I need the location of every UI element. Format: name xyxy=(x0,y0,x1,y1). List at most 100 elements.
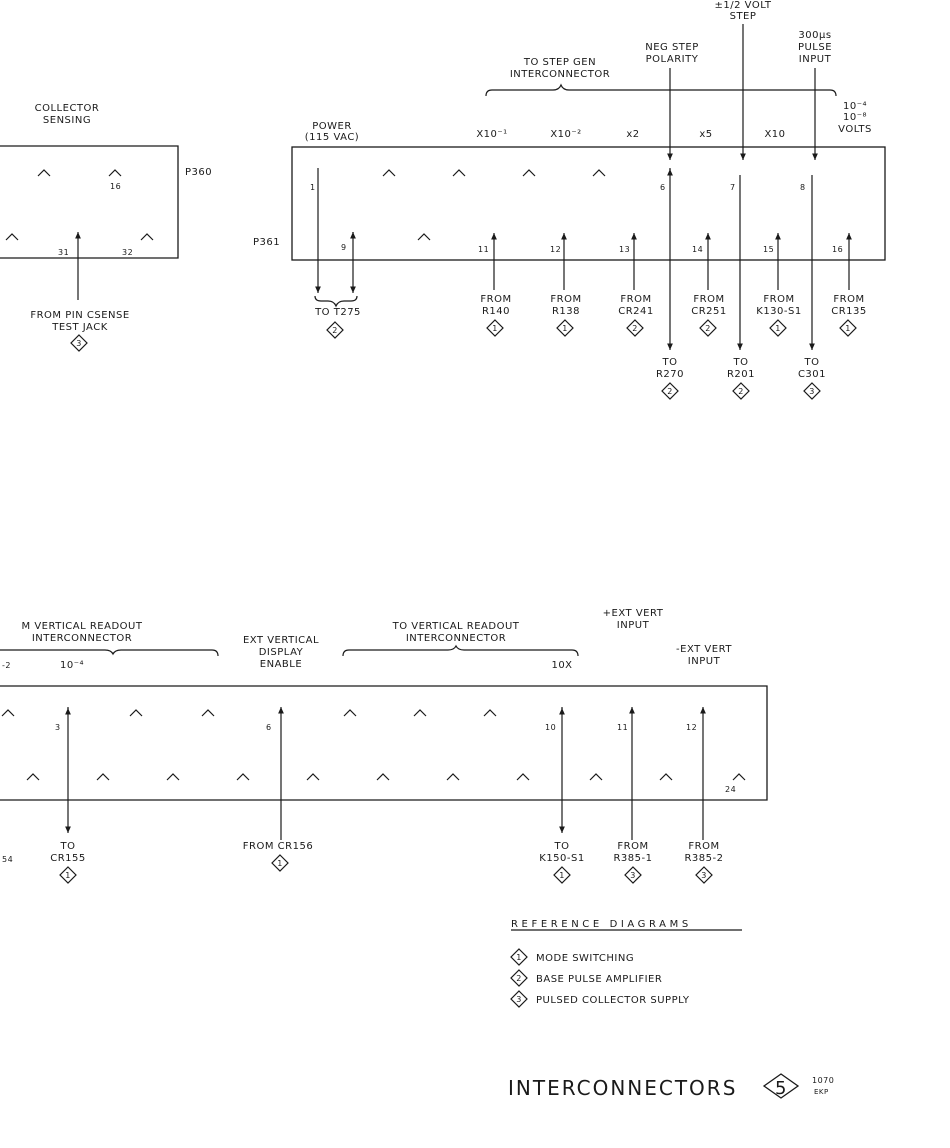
svg-text:K150-S1: K150-S1 xyxy=(539,853,584,864)
collector-sensing-label-2: SENSING xyxy=(43,115,91,126)
svg-text:FROM CR156: FROM CR156 xyxy=(243,841,313,852)
p361-connector: P361 1 9 TO T275 2 11 12 13 14 15 16 6 xyxy=(253,146,886,400)
p361-label: P361 xyxy=(253,237,280,248)
to-c301: TO C301 3 xyxy=(798,357,826,400)
to-k150-s1: TO K150-S1 1 xyxy=(539,841,584,884)
svg-text:1: 1 xyxy=(775,324,781,333)
svg-text:TO: TO xyxy=(554,841,570,852)
to-t275-label: TO T275 xyxy=(314,307,361,318)
svg-text:3: 3 xyxy=(630,871,636,880)
reference-diagrams: REFERENCE DIAGRAMS 1 MODE SWITCHING 2 BA… xyxy=(510,919,742,1008)
svg-text:3: 3 xyxy=(809,387,815,396)
svg-text:R138: R138 xyxy=(552,306,580,317)
p361-pin-13: 13 xyxy=(619,245,630,254)
p361-pin-12: 12 xyxy=(550,245,561,254)
step-volt-label-2: STEP xyxy=(730,11,757,22)
from-k130-s1: FROM K130-S1 1 xyxy=(756,294,801,337)
ext-vertical-label-2: DISPLAY xyxy=(259,647,304,658)
svg-text:R140: R140 xyxy=(482,306,510,317)
range-10x-label: 10X xyxy=(551,660,572,671)
step-gen-label-2: INTERCONNECTOR xyxy=(510,69,610,80)
from-cr156: FROM CR156 1 xyxy=(243,841,313,872)
svg-text:1: 1 xyxy=(562,324,568,333)
p360-label: P360 xyxy=(185,167,212,178)
svg-text:1: 1 xyxy=(845,324,851,333)
p360-pin-32: 32 xyxy=(122,248,133,257)
neg-step-label-2: POLARITY xyxy=(646,54,699,65)
from-cr241: FROM CR241 2 xyxy=(618,294,654,337)
footer: INTERCONNECTORS 5 1070 EKP xyxy=(508,1073,834,1100)
from-r138: FROM R138 1 xyxy=(550,294,581,337)
p361-pin-14: 14 xyxy=(692,245,703,254)
collector-sensing-label-1: COLLECTOR xyxy=(35,103,100,114)
ext-vertical-label-3: ENABLE xyxy=(260,659,302,670)
svg-text:1: 1 xyxy=(516,953,522,962)
footer-title: INTERCONNECTORS xyxy=(508,1076,737,1100)
reference-item-1: 1 MODE SWITCHING xyxy=(510,948,634,966)
to-cr155: TO CR155 1 xyxy=(50,841,85,884)
p361-pin-16: 16 xyxy=(832,245,843,254)
svg-text:3: 3 xyxy=(701,871,707,880)
ext-vertical-label-1: EXT VERTICAL xyxy=(243,635,319,646)
range-partial-label: -2 xyxy=(2,661,11,670)
range-label-x10-1: X10⁻¹ xyxy=(476,129,507,140)
svg-text:C301: C301 xyxy=(798,369,826,380)
p360-connector: COLLECTOR SENSING P360 16 31 32 FROM PIN… xyxy=(0,103,212,352)
bottom-pin-12: 12 xyxy=(686,723,697,732)
svg-text:1: 1 xyxy=(559,871,565,880)
svg-text:PULSED COLLECTOR SUPPLY: PULSED COLLECTOR SUPPLY xyxy=(536,995,690,1006)
range-label-x10: X10 xyxy=(764,129,785,140)
vert-readout-right-1: TO VERTICAL READOUT xyxy=(392,621,520,632)
vert-readout-left-2: INTERCONNECTOR xyxy=(32,633,132,644)
to-r201: TO R201 2 xyxy=(727,357,755,400)
svg-text:R385-2: R385-2 xyxy=(684,853,723,864)
vert-readout-right-2: INTERCONNECTOR xyxy=(406,633,506,644)
svg-text:TO: TO xyxy=(733,357,749,368)
footer-number: 5 xyxy=(775,1078,787,1099)
svg-text:R385-1: R385-1 xyxy=(613,853,652,864)
svg-text:FROM: FROM xyxy=(620,294,651,305)
svg-text:2: 2 xyxy=(516,974,522,983)
range-label-x2: x2 xyxy=(626,129,639,140)
power-label-2: (115 VAC) xyxy=(305,132,359,143)
svg-text:CR241: CR241 xyxy=(618,306,654,317)
reference-item-3: 3 PULSED COLLECTOR SUPPLY xyxy=(510,990,690,1008)
p360-pin-31: 31 xyxy=(58,248,69,257)
step-volt-label-1: ±1/2 VOLT xyxy=(715,0,772,11)
p361-pin-6: 6 xyxy=(660,183,666,192)
neg-step-label-1: NEG STEP xyxy=(645,42,699,53)
svg-text:3: 3 xyxy=(76,339,82,348)
minus-ext-vert-label-1: -EXT VERT xyxy=(676,644,732,655)
volts-label-1: 10⁻⁴ xyxy=(843,101,867,112)
plus-ext-vert-label-1: +EXT VERT xyxy=(603,608,664,619)
svg-text:R270: R270 xyxy=(656,369,684,380)
svg-text:2: 2 xyxy=(705,324,711,333)
bottom-pin-24: 24 xyxy=(725,785,736,794)
p361-pin-8: 8 xyxy=(800,183,806,192)
p361-pin-11: 11 xyxy=(478,245,489,254)
svg-text:FROM: FROM xyxy=(833,294,864,305)
svg-text:3: 3 xyxy=(516,995,522,1004)
p361-pin-7: 7 xyxy=(730,183,736,192)
bottom-pin-11: 11 xyxy=(617,723,628,732)
ref-badge-3: 3 xyxy=(70,334,88,352)
footer-number-badge xyxy=(762,1073,800,1099)
from-cr251: FROM CR251 2 xyxy=(691,294,726,337)
svg-text:2: 2 xyxy=(332,326,338,335)
svg-text:FROM: FROM xyxy=(480,294,511,305)
reference-title: REFERENCE DIAGRAMS xyxy=(511,919,692,930)
volts-label-2: 10⁻⁸ xyxy=(843,112,867,123)
svg-text:TO: TO xyxy=(804,357,820,368)
from-pin-csense-label: FROM PIN CSENSE xyxy=(30,310,129,321)
to-r270: TO R270 2 xyxy=(656,357,684,400)
power-label-1: POWER xyxy=(312,121,352,132)
minus-ext-vert-label-2: INPUT xyxy=(688,656,721,667)
svg-text:2: 2 xyxy=(632,324,638,333)
from-r385-2: FROM R385-2 3 xyxy=(684,841,723,884)
svg-text:TO: TO xyxy=(60,841,76,852)
range-10-4-label: 10⁻⁴ xyxy=(60,660,84,671)
svg-text:TO: TO xyxy=(662,357,678,368)
vert-readout-left-1: M VERTICAL READOUT xyxy=(22,621,143,632)
from-cr135: FROM CR135 1 xyxy=(831,294,866,337)
